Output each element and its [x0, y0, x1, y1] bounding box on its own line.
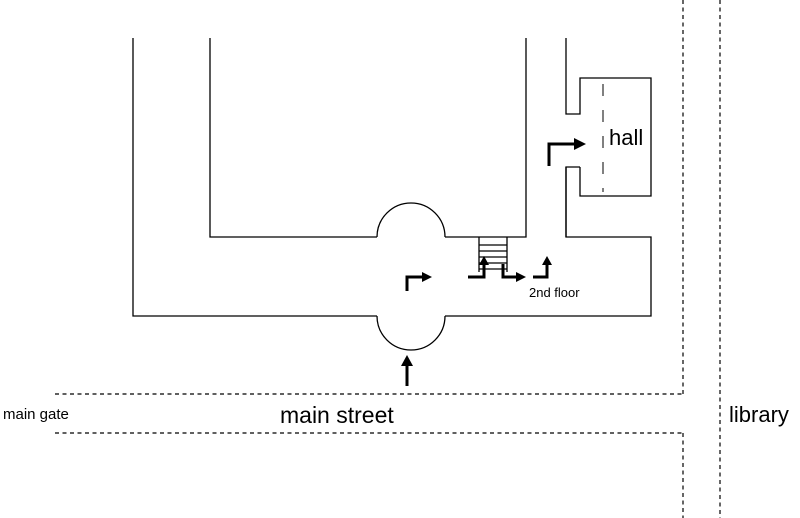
route-arrow-icon [468, 256, 489, 279]
main-gate-label: main gate [3, 406, 69, 423]
rotunda-top [376, 202, 446, 238]
main-street-label: main street [280, 402, 394, 428]
route-arrow-icon [401, 355, 413, 386]
route-arrow-icon [533, 256, 552, 279]
route-arrow-icon [405, 272, 432, 291]
second-floor-label: 2nd floor [529, 285, 580, 300]
route-arrow-icon [547, 138, 586, 166]
hall-label: hall [609, 125, 643, 150]
outer-right-wall [445, 166, 652, 317]
route-arrows [401, 138, 586, 386]
inner-left-wall [209, 38, 377, 238]
inner-right-wall [445, 38, 527, 238]
hall-corridor-upper [565, 38, 652, 197]
main-building-walls [132, 38, 652, 351]
library-label: library [729, 402, 789, 427]
outer-left-wall [132, 38, 377, 317]
rotunda-bottom [376, 315, 446, 351]
hall-building [565, 38, 652, 237]
roads [55, 0, 721, 518]
route-arrow-icon [501, 264, 526, 282]
